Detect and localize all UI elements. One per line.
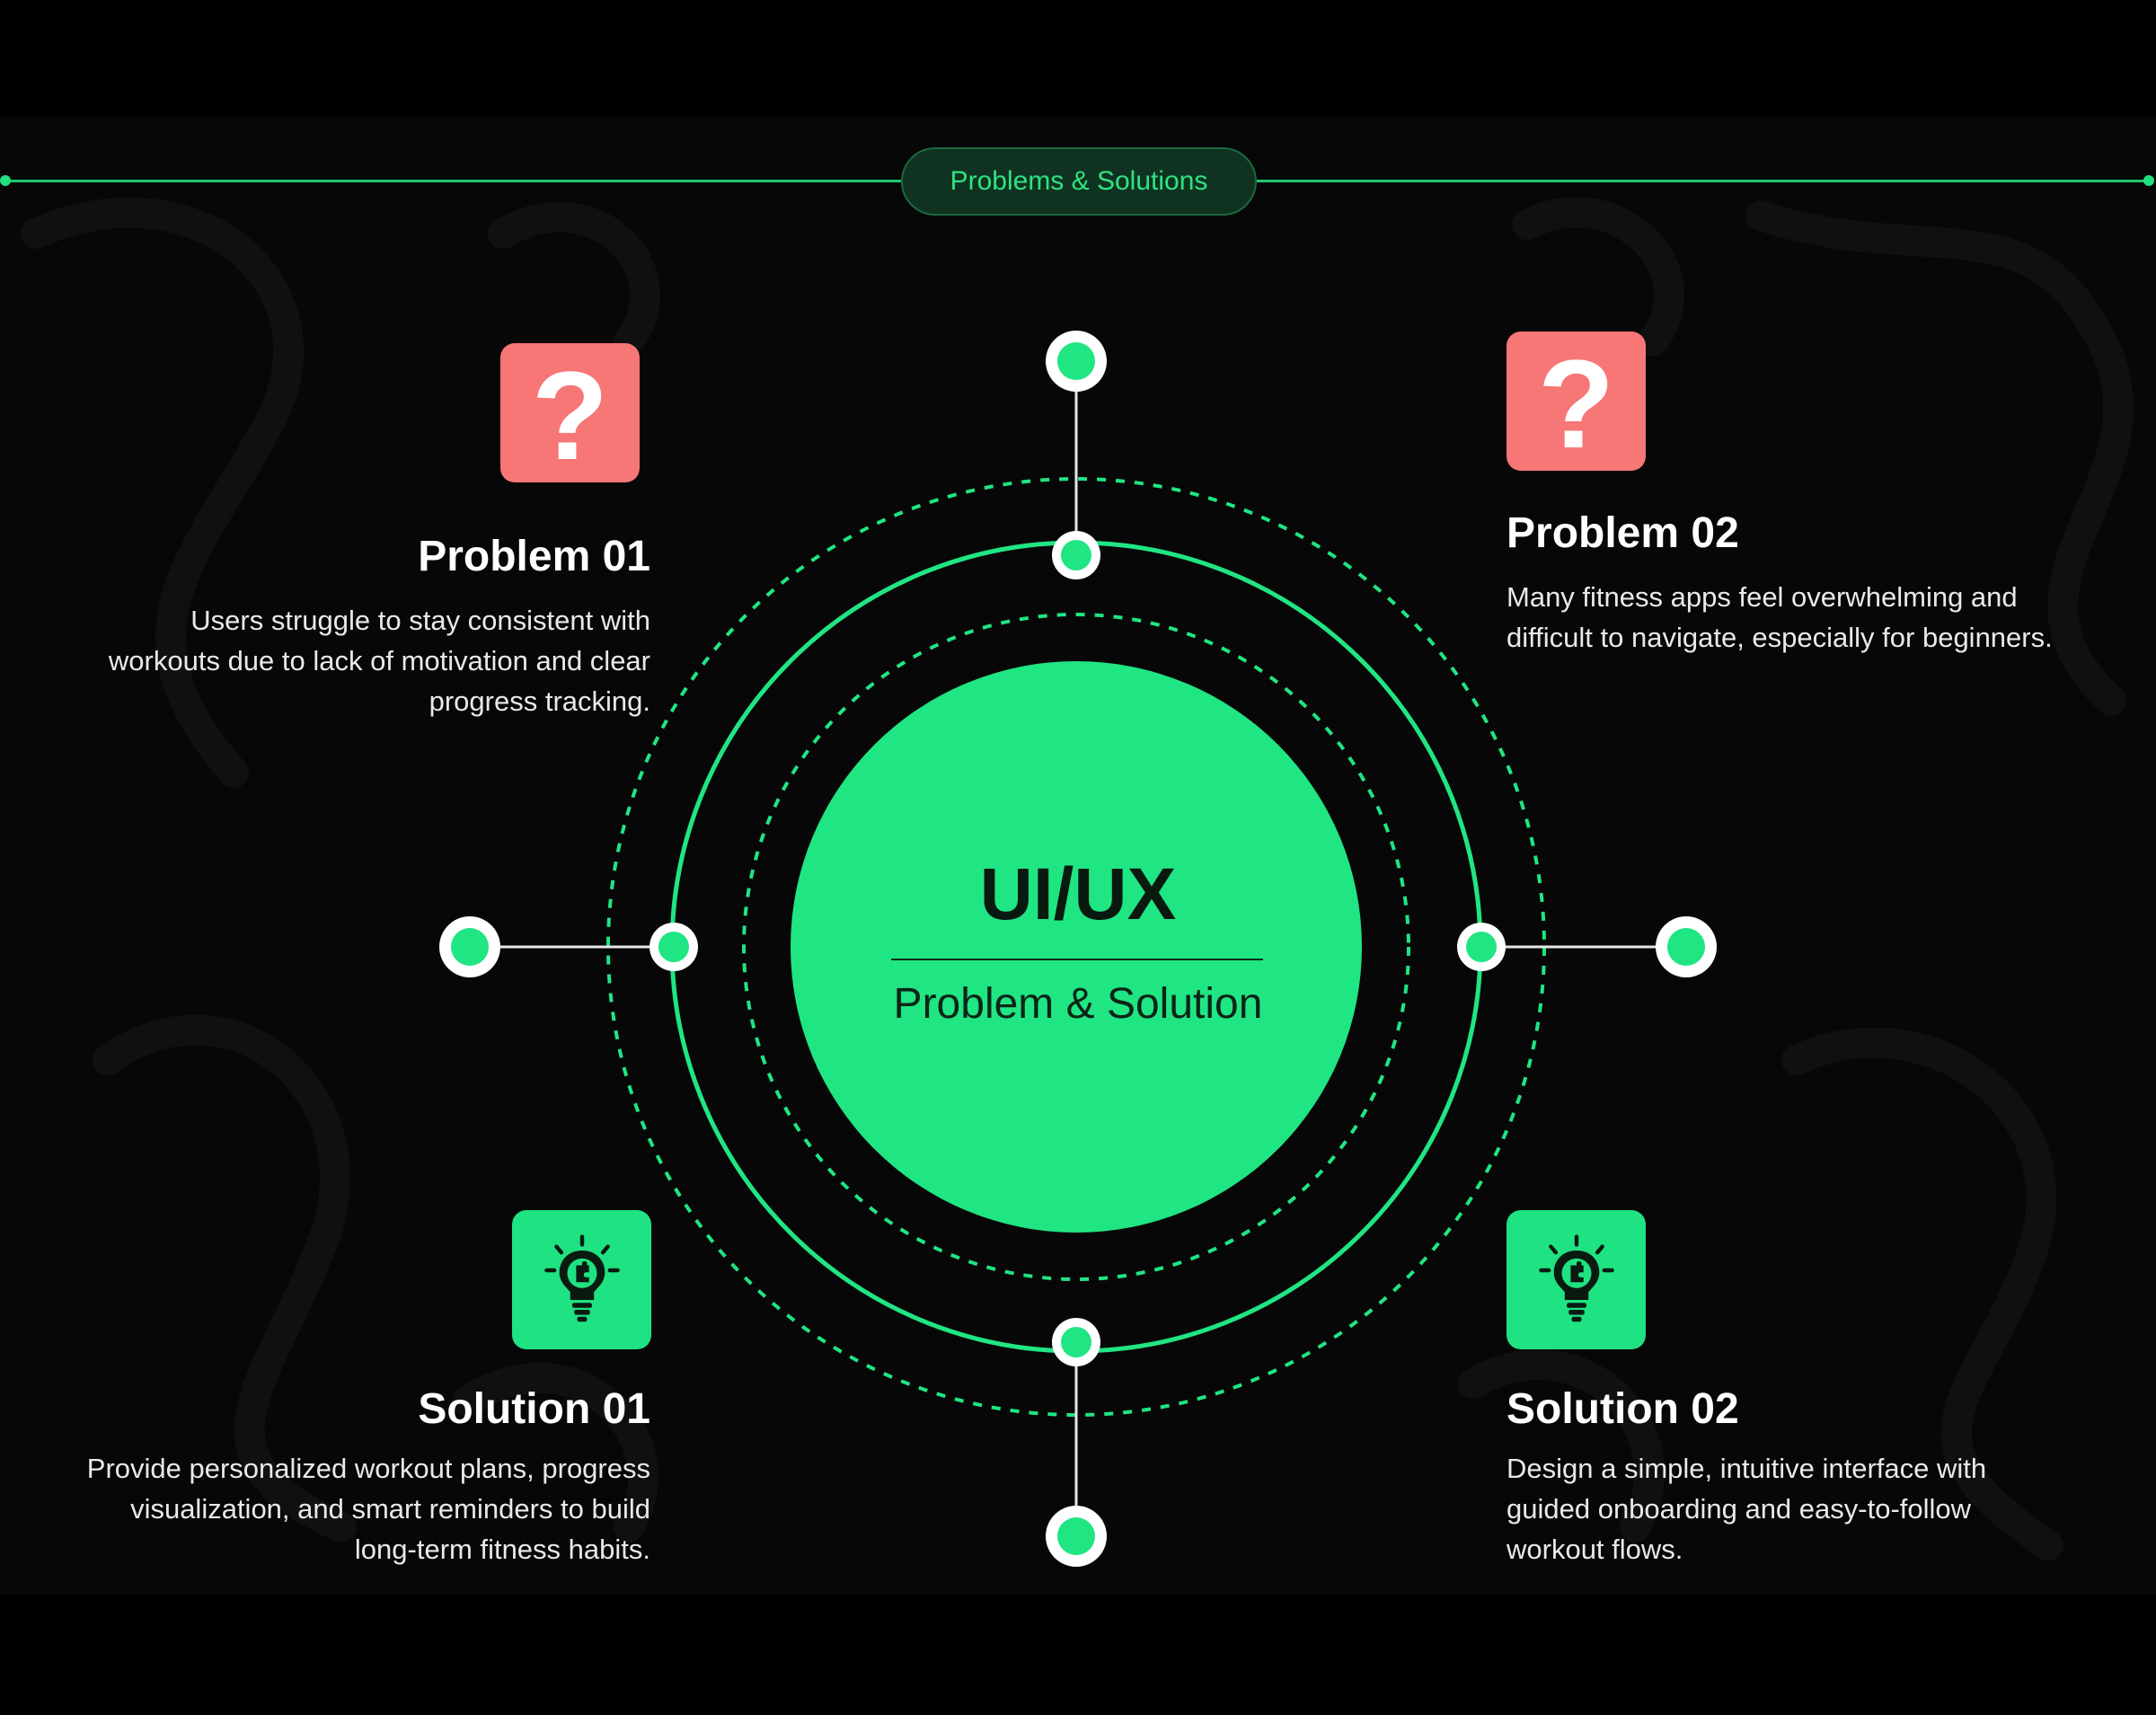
lightbulb-puzzle-icon	[1538, 1233, 1614, 1322]
solution-01-description: Provide personalized workout plans, prog…	[22, 1448, 650, 1569]
center-subtitle: Problem & Solution	[893, 980, 1263, 1028]
solution-01-icon-box	[512, 1210, 651, 1349]
header-line-right-dot	[2143, 175, 2154, 186]
problem-02-icon-box: ?	[1507, 332, 1646, 471]
problem-01-line-1: Users struggle to stay consistent with	[190, 605, 650, 636]
solution-02-line-1: Design a simple, intuitive interface wit…	[1507, 1453, 1987, 1484]
section-pill: Problems & Solutions	[901, 147, 1257, 216]
problem-01-title: Problem 01	[418, 533, 650, 580]
problem-01-line-2: workouts due to lack of motivation and c…	[108, 645, 650, 676]
problem-01-line-3: progress tracking.	[429, 685, 650, 717]
solution-01-line-3: long-term fitness habits.	[354, 1534, 650, 1565]
center-title: UI/UX	[979, 853, 1177, 935]
question-mark-icon: ?	[1537, 332, 1615, 474]
solution-02-icon-box	[1507, 1210, 1646, 1349]
problem-01-icon-box: ?	[500, 343, 640, 482]
solution-01-line-2: visualization, and smart reminders to bu…	[130, 1493, 650, 1525]
header-line-right	[1257, 180, 2148, 182]
center-divider	[891, 959, 1263, 960]
solution-01-line-1: Provide personalized workout plans, prog…	[86, 1453, 650, 1484]
solution-01-title: Solution 01	[418, 1385, 650, 1433]
solution-02-description: Design a simple, intuitive interface wit…	[1507, 1448, 2135, 1569]
header-line-left-dot	[0, 175, 11, 186]
question-mark-icon: ?	[531, 344, 609, 486]
solution-02-line-3: workout flows.	[1507, 1534, 1683, 1565]
problem-02-line-1: Many fitness apps feel overwhelming and	[1507, 581, 2018, 613]
header-line-left	[5, 180, 901, 182]
problem-02-description: Many fitness apps feel overwhelming and …	[1507, 577, 2135, 658]
problem-01-description: Users struggle to stay consistent with w…	[36, 600, 650, 721]
problem-02-title: Problem 02	[1507, 509, 1739, 557]
lightbulb-puzzle-icon	[543, 1233, 620, 1322]
solution-02-line-2: guided onboarding and easy-to-follow	[1507, 1493, 1972, 1525]
problem-02-line-2: difficult to navigate, especially for be…	[1507, 622, 2053, 653]
solution-02-title: Solution 02	[1507, 1385, 1739, 1433]
